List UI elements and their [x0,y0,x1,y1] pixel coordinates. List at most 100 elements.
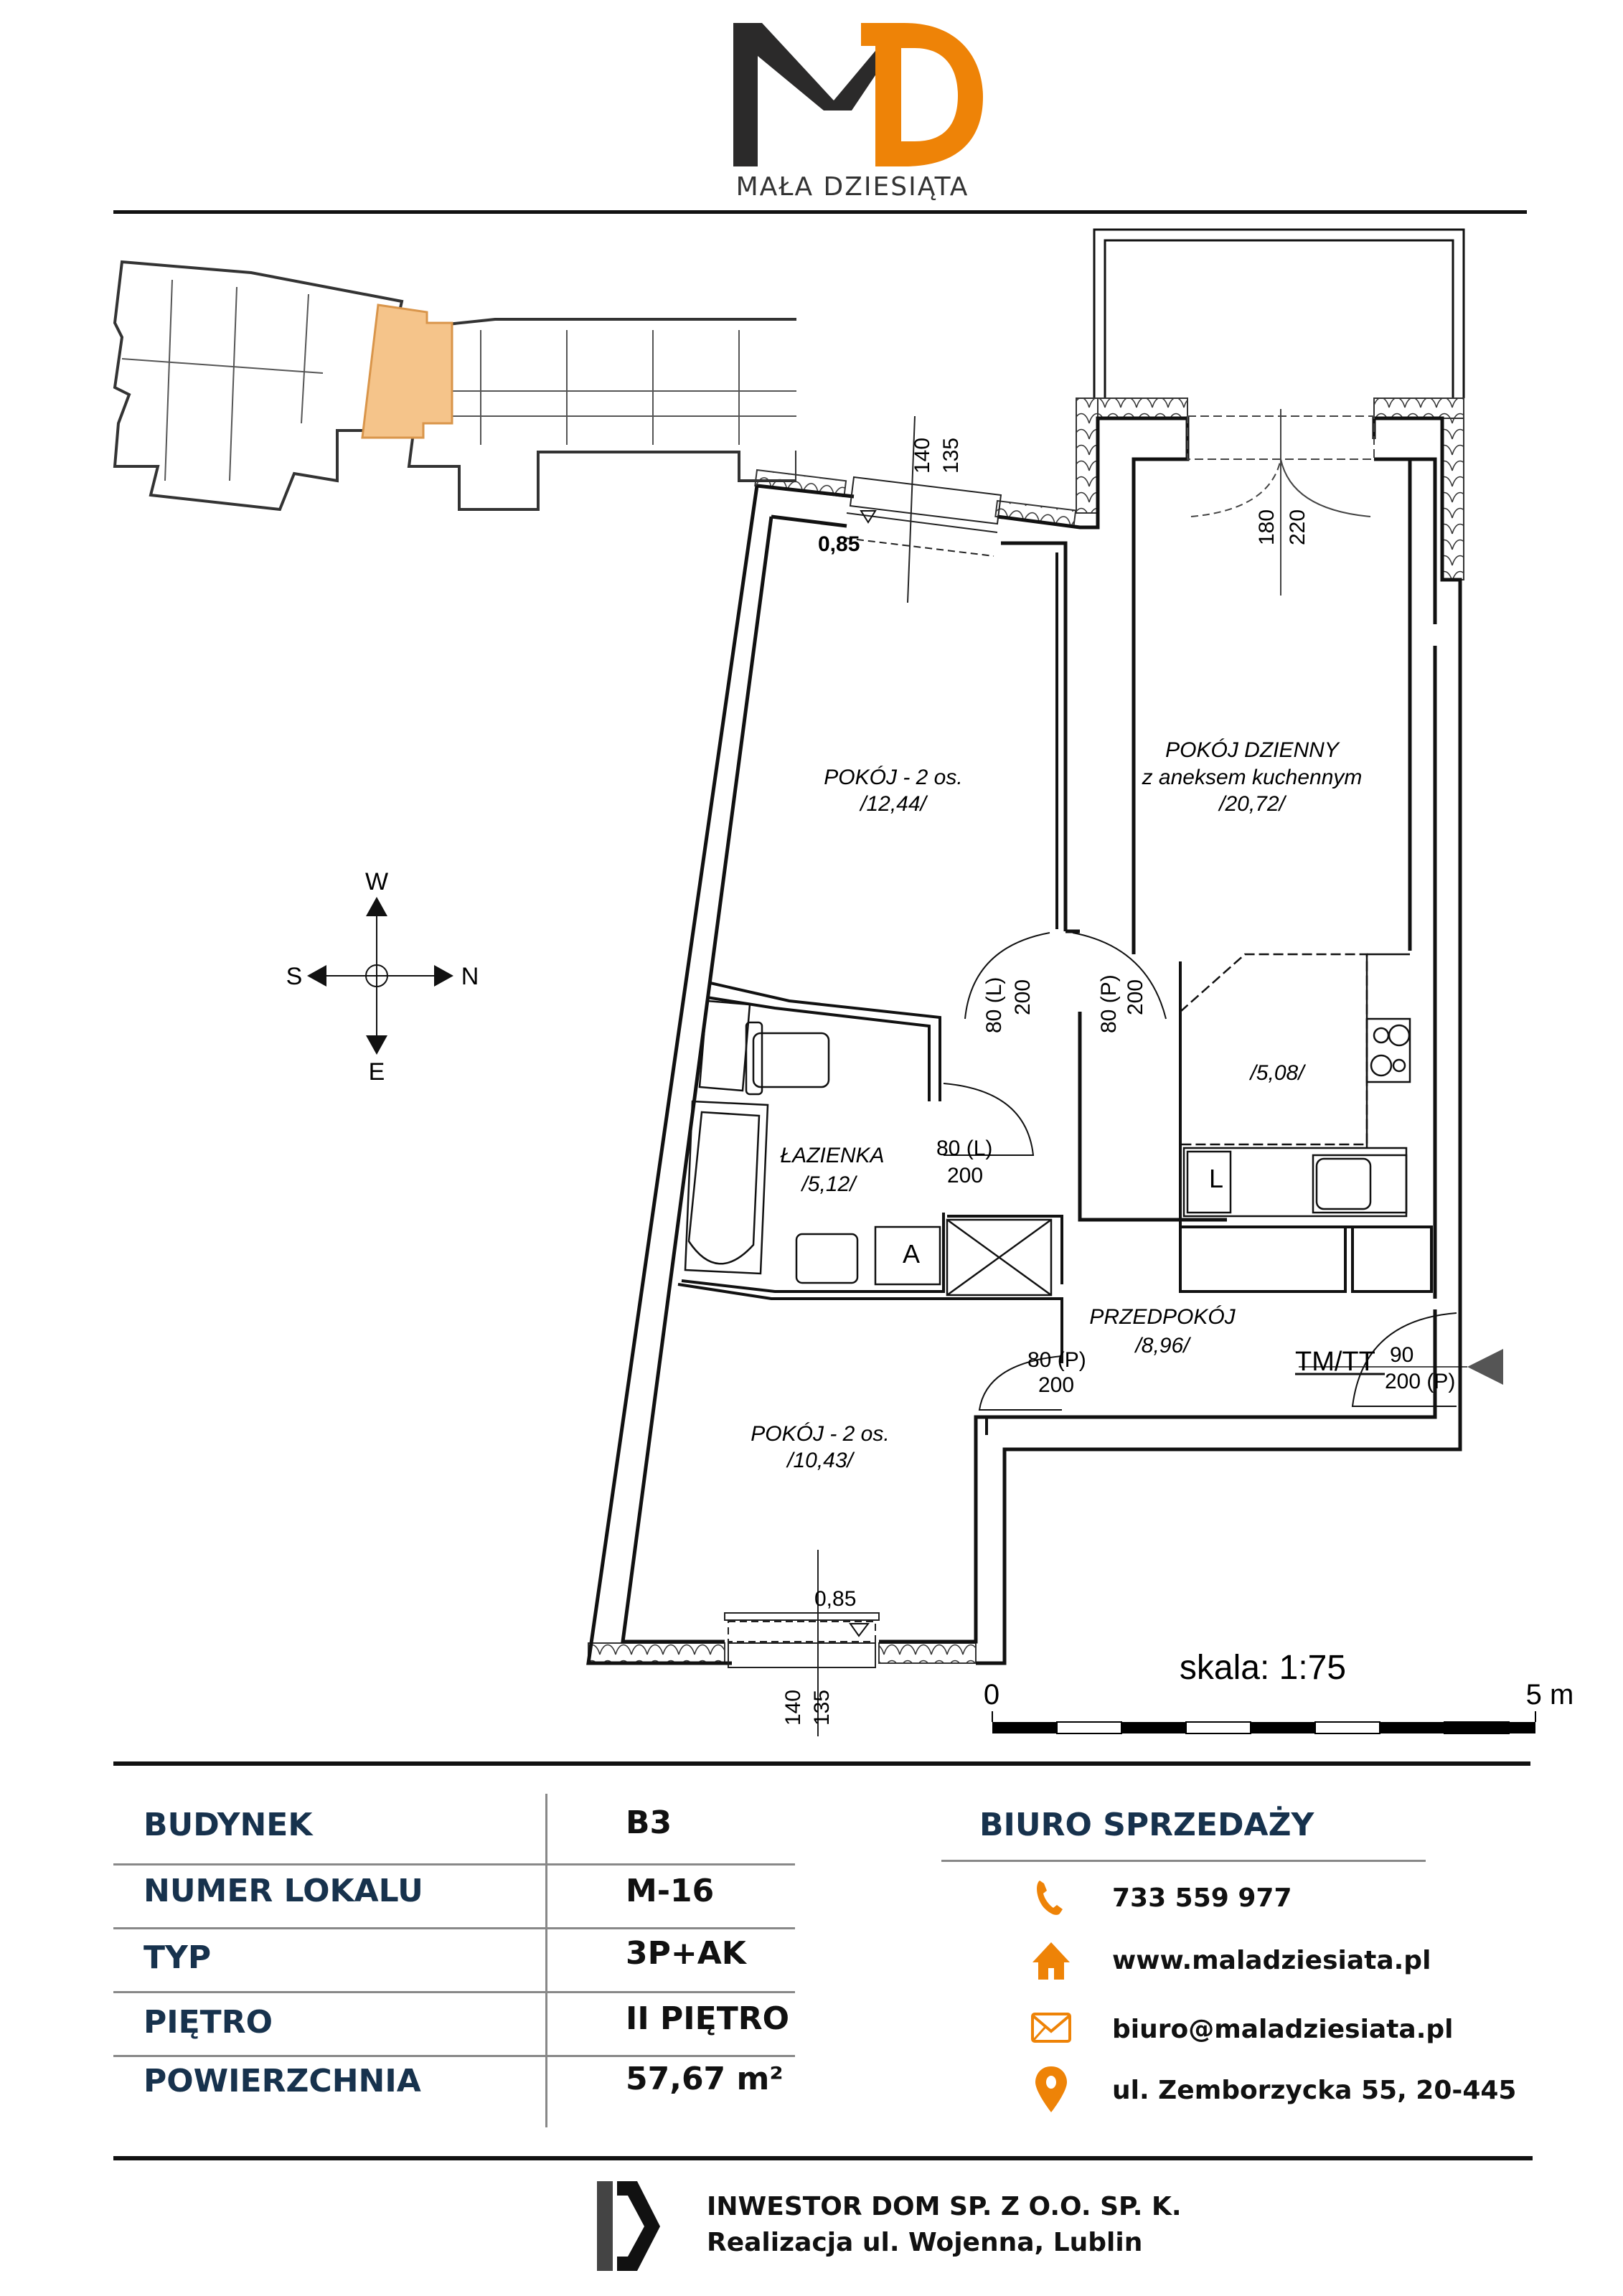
interior-walls [677,552,1433,1435]
floor-value: II PIĘTRO [626,2000,790,2037]
window-bottom-height: 135 [810,1690,834,1726]
room1-area: /12,44/ [859,792,928,816]
location-pin-icon [1035,2066,1067,2112]
shelf [698,999,751,1092]
bathroom-fixtures [684,999,1053,1297]
info-row-divider [113,2055,795,2057]
compass-label-top: W [365,868,388,895]
wall-insulation [588,397,1464,1664]
area-label: POWIERZCHNIA [144,2063,421,2099]
website-link[interactable]: www.maladziesiata.pl [1112,1946,1431,1975]
door3-height: 200 [947,1164,983,1187]
entrance-door-label: TM/TT [1295,1347,1375,1377]
project-location: Realizacja ul. Wojenna, Lublin [707,2228,1143,2257]
building-value: B3 [626,1805,672,1841]
cooktop [1365,1017,1411,1083]
door1-width: 80 (L) [982,977,1006,1033]
info-table-column-divider [545,1794,547,2127]
door1-height: 200 [1011,979,1035,1015]
investor-company-name: INWESTOR DOM SP. Z O.O. SP. K. [707,2192,1182,2221]
door3-width: 80 (L) [936,1137,992,1160]
key-plan-wing-right [407,318,796,511]
entrance-arrow-icon [1467,1349,1503,1385]
window-bottom [724,1550,880,1736]
plan-divider [113,1761,1530,1766]
fridge [1186,1150,1232,1214]
door-swing-entrance [1351,1312,1457,1407]
info-row-divider [113,1927,795,1929]
arrow-down-icon [366,1035,387,1055]
door-swing-bathroom [943,1083,1035,1156]
type-label: TYP [144,1939,212,1976]
bathtub-icon [684,1100,769,1275]
compass-rose: W S N E [286,868,479,1086]
window-top-width: 140 [911,438,934,474]
washbasin-icon [795,1233,859,1284]
sales-office-title: BIURO SPRZEDAŻY [979,1807,1314,1843]
entrance-door-width: 90 [1390,1343,1413,1367]
living-room-area: /20,72/ [1218,792,1286,816]
investor-logo [597,2181,660,2271]
balcony-door [1187,409,1375,596]
door-swing-room1 [964,932,1050,1020]
door2-width: 80 (P) [1097,974,1121,1033]
scale-bar: skala: 1:75 0 5 m [984,1649,1574,1734]
footer-divider [113,2156,1533,2160]
toilet-icon [752,1032,830,1088]
room1-name: POKÓJ - 2 os. [824,766,962,789]
address-text: ul. Zemborzycka 55, 20-445 [1112,2076,1517,2105]
sink [1312,1154,1408,1214]
type-value: 3P+AK [626,1935,746,1972]
bathroom-area: /5,12/ [800,1172,857,1196]
kitchen-area: /5,08/ [1248,1061,1306,1085]
email-link[interactable]: biuro@maladziesiata.pl [1112,2015,1454,2044]
window-top-height: 135 [939,438,963,474]
door-swing-living [1072,932,1167,1020]
phone-icon [1037,1881,1063,1915]
home-icon [1032,1942,1070,1980]
unit-number-value: M-16 [626,1873,715,1909]
kitchen-counter [1180,953,1411,1218]
door-swings [943,932,1457,1411]
room2-name: POKÓJ - 2 os. [751,1422,889,1446]
floor-label: PIĘTRO [144,2004,273,2041]
area-value: 57,67 m² [626,2061,784,2097]
balcony [1093,228,1465,398]
door4-height: 200 [1038,1373,1074,1397]
building-key-plan [113,260,796,512]
room2-area: /10,43/ [786,1449,855,1472]
unit-number-label: NUMER LOKALU [144,1873,423,1909]
door4-width: 80 (P) [1027,1348,1086,1372]
hallway-name: PRZEDPOKÓJ [1089,1305,1236,1329]
entrance-door-height: 200 (P) [1385,1370,1455,1393]
balcony-door-width: 180 [1255,509,1279,545]
phone-number[interactable]: 733 559 977 [1112,1883,1292,1913]
info-row-divider [113,1991,795,1993]
window-bottom-sill: 0,85 [814,1587,856,1611]
compass-label-bottom: E [369,1058,385,1086]
door2-height: 200 [1124,979,1147,1015]
hallway-area: /8,96/ [1134,1334,1191,1358]
brand-logo [725,18,990,212]
floor-plan: POKÓJ - 2 os. /12,44/ POKÓJ DZIENNY z an… [586,228,1574,1736]
washer-label: A [903,1239,920,1269]
arrow-up-icon [366,897,387,916]
balcony-door-height: 220 [1286,509,1309,545]
sales-office-divider [941,1860,1426,1862]
scale-label: skala: 1:75 [1180,1649,1346,1687]
brand-name: MAŁA DZIESIĄTA [735,172,969,202]
bathroom-name: ŁAZIENKA [780,1144,884,1167]
living-room-name: POKÓJ DZIENNY [1165,738,1340,762]
envelope-icon [1031,2013,1071,2043]
info-row-divider [113,1863,795,1866]
arrow-left-icon [307,965,326,987]
window-top [845,415,1002,603]
window-bottom-width: 140 [781,1690,805,1726]
compass-label-right: N [461,963,479,990]
highlighted-unit-m16 [361,304,453,439]
header-divider [113,210,1527,214]
building-label: BUDYNEK [144,1807,313,1843]
washing-machine [874,1225,941,1286]
scale-end: 5 m [1526,1679,1574,1711]
window-top-sill: 0,85 [818,532,860,556]
